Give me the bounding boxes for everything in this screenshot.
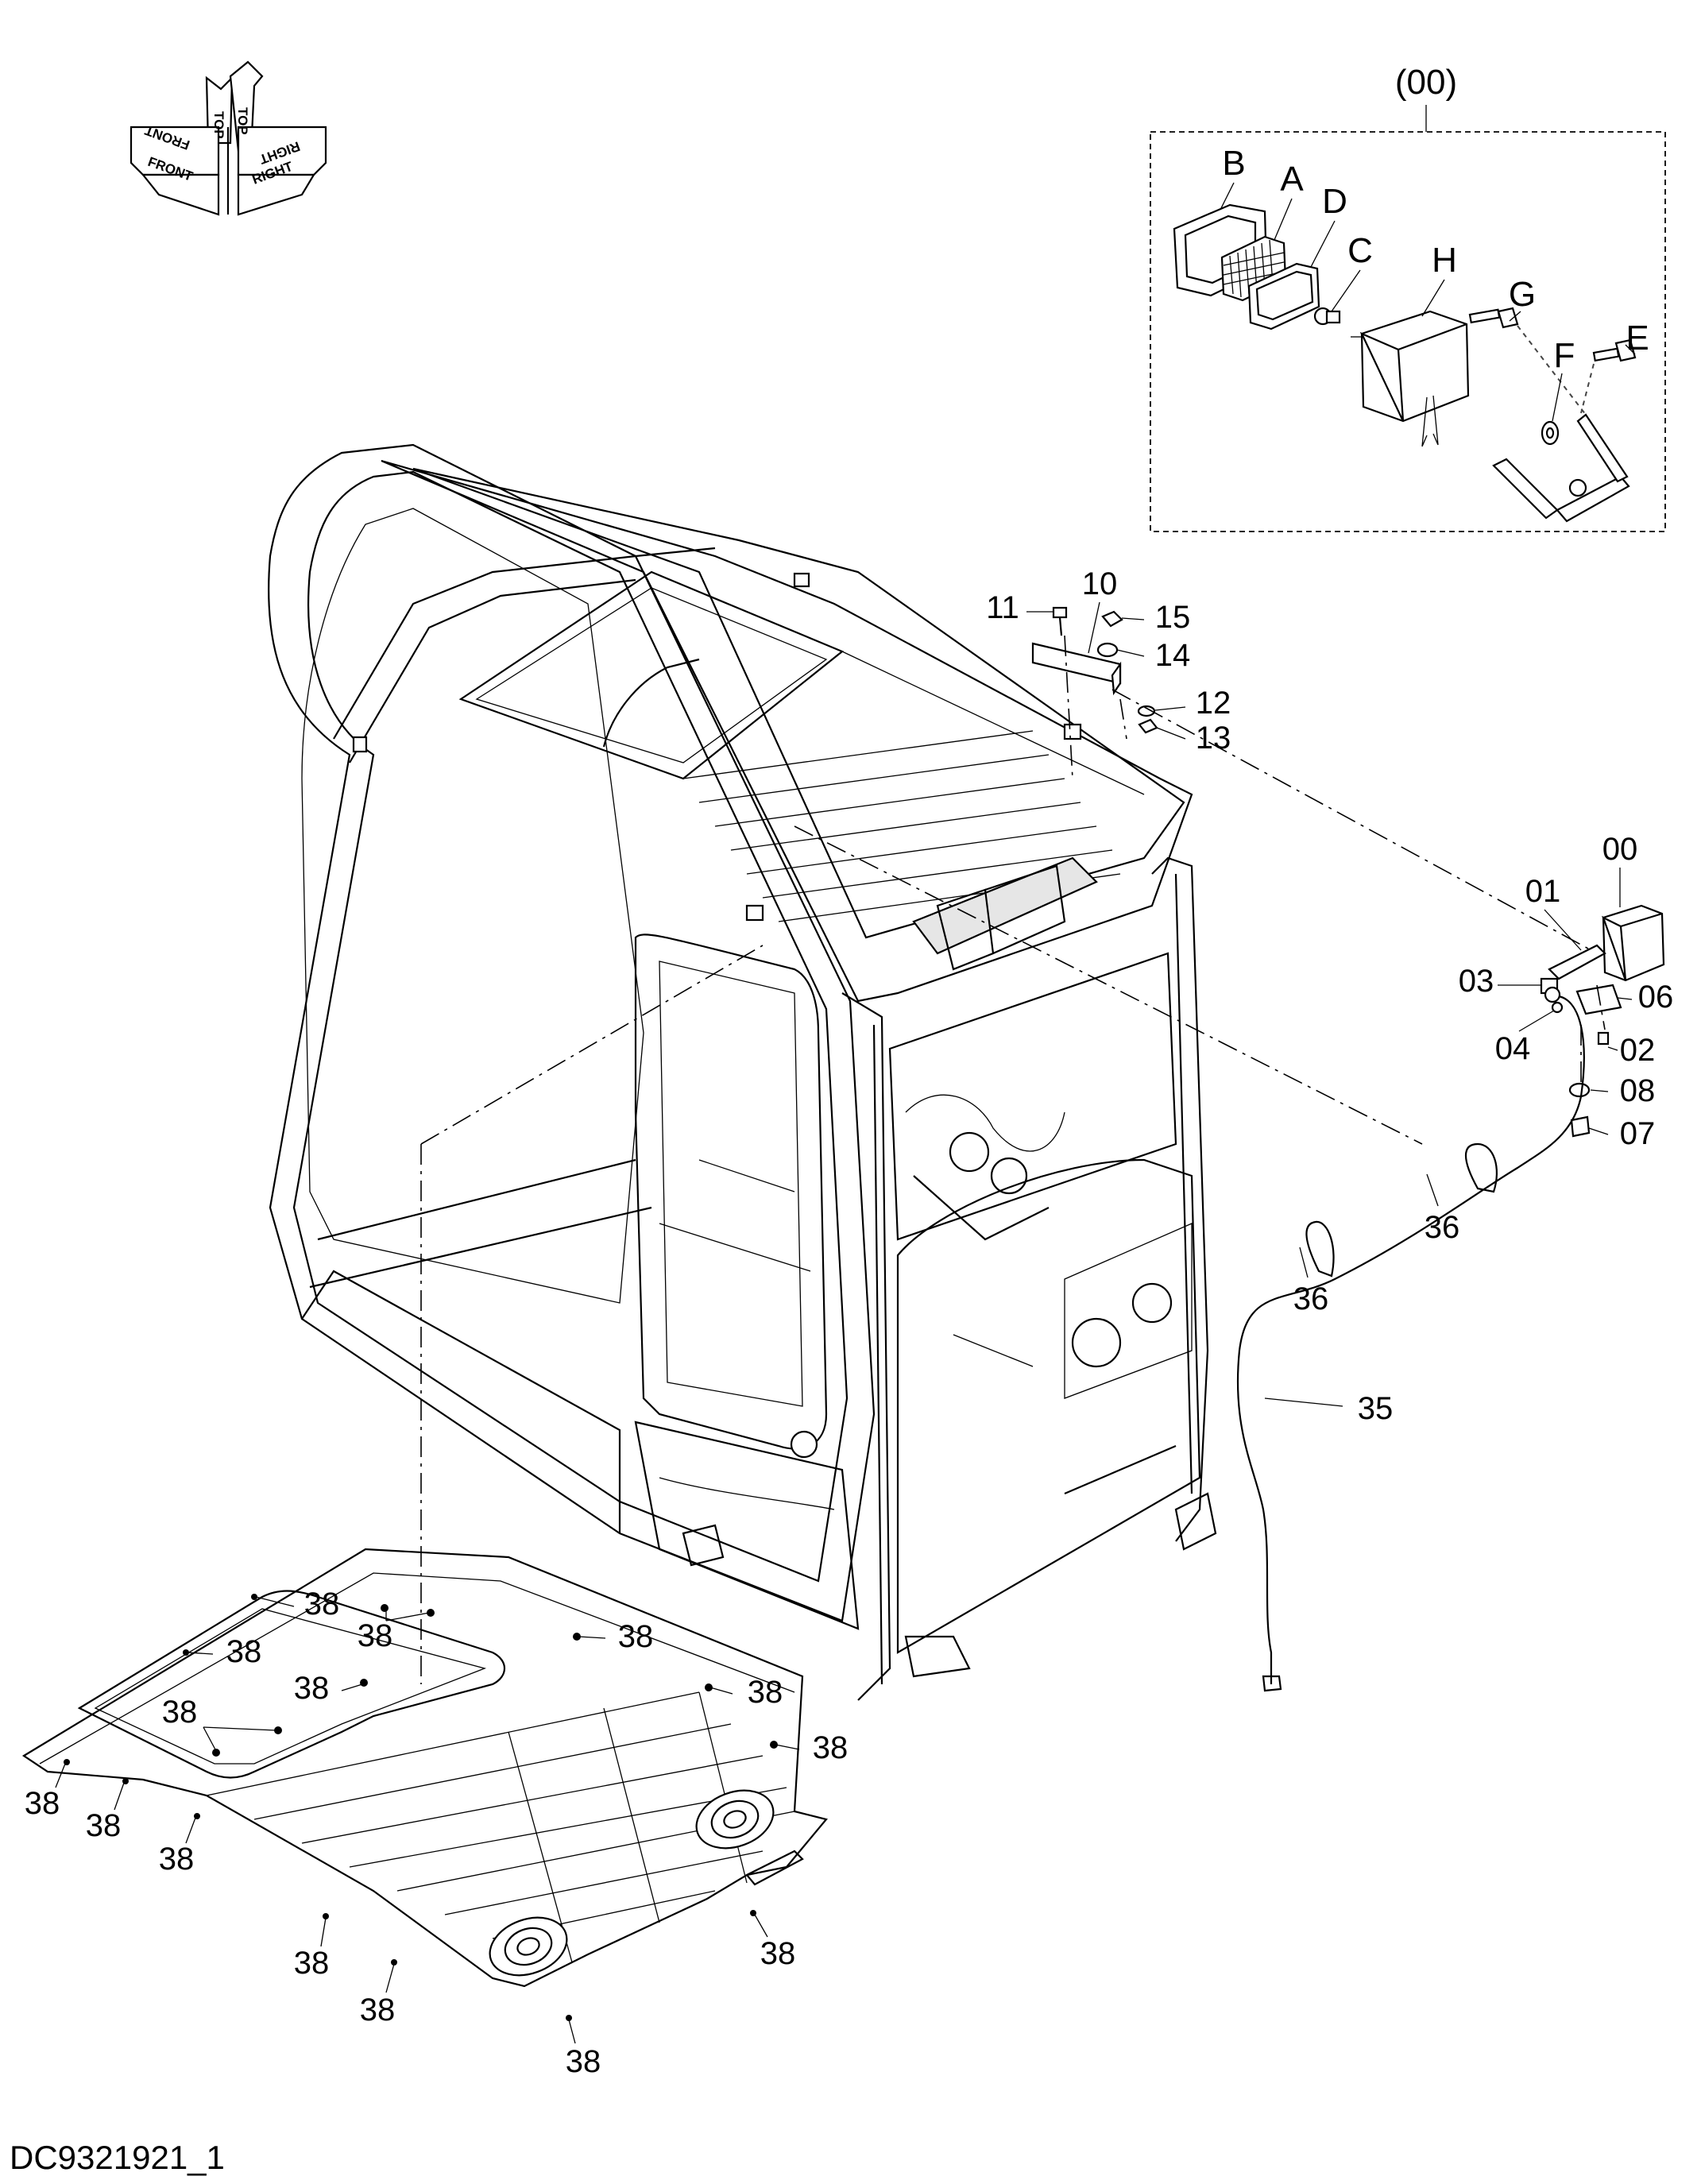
headliner-panel bbox=[21, 1548, 828, 1988]
callout-38: 38 bbox=[294, 1946, 330, 1981]
lamp-bracket bbox=[1492, 413, 1630, 523]
callout-h: H bbox=[1432, 241, 1457, 280]
cab-frame bbox=[268, 443, 1217, 1701]
callout-38: 38 bbox=[360, 1993, 396, 2027]
work-lamp-assembly bbox=[1236, 904, 1665, 1692]
callout-38: 38 bbox=[304, 1587, 340, 1622]
nut-13 bbox=[1138, 718, 1158, 734]
callout-a: A bbox=[1280, 160, 1304, 199]
callout-38: 38 bbox=[226, 1634, 262, 1669]
callouts-38: 38 38 38 38 38 38 38 38 bbox=[25, 1587, 849, 2079]
clamp-36-upper bbox=[1464, 1142, 1498, 1193]
callout-03: 03 bbox=[1459, 964, 1494, 999]
gasket-d bbox=[1247, 262, 1320, 330]
speaker-left bbox=[489, 1916, 568, 1977]
callout-15: 15 bbox=[1155, 600, 1191, 635]
callout-07: 07 bbox=[1620, 1116, 1656, 1151]
bolt-e bbox=[1592, 338, 1637, 362]
callout-d: D bbox=[1322, 182, 1347, 221]
callout-00: 00 bbox=[1602, 832, 1638, 867]
lamp-housing-h bbox=[1351, 310, 1470, 447]
callout-f: F bbox=[1554, 336, 1575, 375]
bolt-g bbox=[1468, 307, 1519, 329]
diagram-id: DC9321921_1 bbox=[10, 2139, 225, 2176]
callout-38: 38 bbox=[813, 1730, 849, 1765]
callout-08: 08 bbox=[1620, 1073, 1656, 1108]
callout-38: 38 bbox=[86, 1808, 122, 1843]
bolt-02 bbox=[1597, 1031, 1610, 1046]
callout-b: B bbox=[1222, 144, 1245, 183]
orient-top-label: TOP bbox=[211, 111, 226, 139]
callout-01: 01 bbox=[1525, 874, 1561, 909]
callout-35: 35 bbox=[1358, 1391, 1394, 1426]
callout-38: 38 bbox=[294, 1671, 330, 1706]
kit-label: (00) bbox=[1395, 63, 1457, 102]
callout-38: 38 bbox=[748, 1675, 783, 1710]
callout-36-lower: 36 bbox=[1293, 1281, 1329, 1316]
callout-c: C bbox=[1347, 231, 1373, 270]
kit-detail-box bbox=[1150, 131, 1666, 532]
bolt-11 bbox=[1052, 606, 1068, 619]
callout-02: 02 bbox=[1620, 1033, 1656, 1068]
roof-bracket-parts bbox=[1031, 606, 1598, 954]
harness-35 bbox=[1236, 995, 1585, 1684]
callout-10: 10 bbox=[1082, 566, 1118, 601]
bracket-01 bbox=[1548, 944, 1606, 980]
callout-04: 04 bbox=[1495, 1031, 1531, 1066]
callout-38: 38 bbox=[162, 1695, 198, 1730]
callout-06: 06 bbox=[1638, 980, 1674, 1015]
callout-38: 38 bbox=[159, 1842, 195, 1877]
washer-12 bbox=[1137, 705, 1156, 717]
callouts: 00 01 02 03 04 06 07 08 10 11 12 13 14 1… bbox=[25, 566, 1674, 2079]
lamp-kit-detail: (00) bbox=[1150, 63, 1666, 532]
washer-f bbox=[1541, 420, 1560, 446]
callout-38: 38 bbox=[566, 2044, 601, 2079]
orient-top-label-2: TOP bbox=[235, 107, 250, 135]
callout-13: 13 bbox=[1196, 721, 1231, 756]
bolt-07 bbox=[1570, 1115, 1591, 1138]
orientation-cube: TOP TOP FRONT FRONT RIGHT RIGHT bbox=[130, 60, 327, 216]
nut-15 bbox=[1101, 610, 1123, 628]
grommet-04 bbox=[1551, 1001, 1564, 1014]
clamp-36-lower bbox=[1305, 1220, 1335, 1278]
callout-38: 38 bbox=[760, 1936, 796, 1971]
callout-11: 11 bbox=[986, 590, 1019, 625]
grommet-c bbox=[1313, 307, 1341, 326]
washer-14 bbox=[1096, 642, 1119, 658]
washer-08 bbox=[1568, 1082, 1591, 1098]
callout-36-upper: 36 bbox=[1425, 1210, 1460, 1245]
callout-38: 38 bbox=[618, 1619, 654, 1654]
speaker-right bbox=[695, 1789, 775, 1850]
callout-g: G bbox=[1509, 275, 1536, 314]
callout-14: 14 bbox=[1155, 638, 1191, 673]
callout-12: 12 bbox=[1196, 686, 1231, 721]
callout-38: 38 bbox=[25, 1786, 60, 1821]
callout-38: 38 bbox=[358, 1618, 393, 1653]
callout-e: E bbox=[1626, 319, 1649, 358]
